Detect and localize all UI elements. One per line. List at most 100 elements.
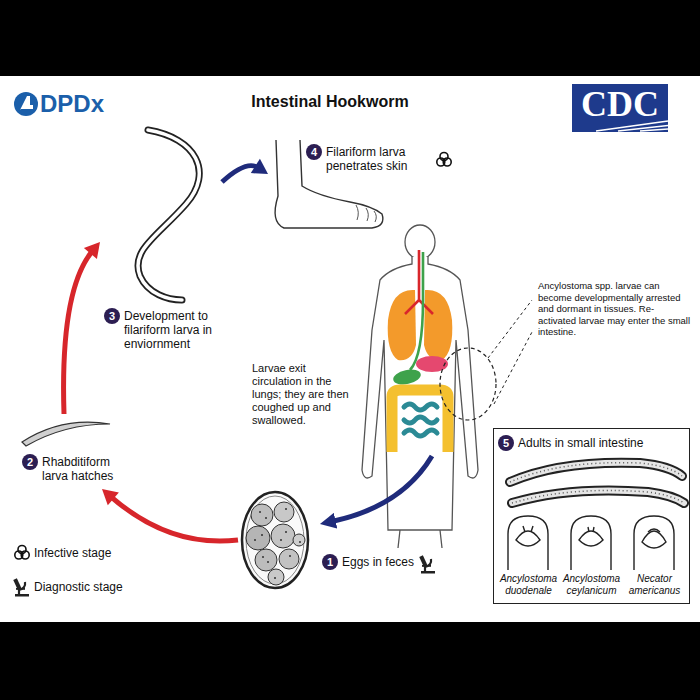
stage-box: 5 Adults in small intestineAncylostoma du…: [493, 428, 690, 604]
hookworm-egg: [274, 502, 294, 522]
hookworm-egg: [265, 517, 267, 519]
cycle-arrow: [64, 242, 100, 414]
rhabditiform-larva: [22, 422, 110, 446]
biohazard-symbol: [15, 551, 23, 559]
legend-entry: Infective stage: [34, 546, 111, 560]
hookworm-egg: [261, 534, 263, 536]
dormant-larvae-callout: [440, 300, 532, 420]
human-body: [405, 250, 433, 314]
human-body: [404, 404, 437, 436]
worm-head-drawings: [579, 531, 603, 546]
arrow-head: [102, 489, 119, 505]
worm-head-drawings: [523, 526, 533, 532]
filariform-larva: [138, 130, 199, 300]
label-row: 1Eggs in feces: [322, 554, 418, 570]
diagram-title: Intestinal Hookworm: [200, 93, 460, 111]
cycle-arrow: [222, 159, 268, 182]
adult-worms: [510, 463, 682, 482]
hookworm-egg: [267, 561, 269, 563]
label-row: 5 Adults in small intestine: [498, 435, 685, 451]
stage-label-group: 1Eggs in feces: [238, 488, 440, 592]
microscope-symbol: [16, 588, 25, 590]
hookworm-egg: [246, 496, 304, 584]
biohazard-symbol: [15, 546, 29, 560]
hookworm-egg: [262, 556, 264, 558]
hookworm-egg: [246, 526, 270, 550]
hookworm-egg: [293, 534, 305, 546]
biohazard-symbol: [20, 551, 23, 554]
hookworm-egg: [254, 508, 301, 579]
dormant-larvae-callout: [440, 348, 496, 420]
drawing-space: [498, 451, 685, 573]
species-row: Ancylostoma duodenaleAncylostoma ceylani…: [498, 573, 685, 597]
worm-head-drawings: [648, 529, 660, 532]
hookworm-egg: [254, 539, 256, 541]
cdc-logo: [572, 84, 668, 132]
human-body: [424, 290, 452, 360]
legend-text: Diagnostic stage: [34, 580, 123, 594]
hookworm-egg: [299, 541, 301, 543]
hookworm-egg: [280, 539, 282, 541]
worm-head-drawings: [634, 516, 674, 570]
callout-number: 1: [322, 554, 338, 570]
filariform-larva: [138, 130, 199, 300]
biohazard-symbol: [437, 153, 451, 167]
body-to-egg-arrow: [334, 456, 432, 521]
filariform-larva: [138, 130, 199, 300]
human-body: [392, 367, 422, 387]
worm-head-drawings: [516, 531, 540, 546]
hookworm-egg: [259, 511, 261, 513]
worm-head-drawings: [642, 531, 666, 548]
foot: [356, 205, 376, 222]
human-body: [398, 530, 442, 548]
adult-worms: [510, 463, 684, 503]
label-row: 3Development to filariform larva in envi…: [104, 308, 220, 351]
adult-worms: [512, 490, 684, 503]
legend-entry: Diagnostic stage: [34, 580, 123, 594]
dpdx-logo-icon: [14, 92, 38, 116]
note-text: Larvae exit circulation in the lungs; th…: [252, 362, 358, 427]
stage-label-group: 4Filariform larva penetrates skin: [268, 138, 464, 232]
arrow-head: [251, 159, 268, 174]
hookworm-egg: [268, 569, 284, 585]
adult-worms: [510, 463, 682, 482]
microscope-symbol: [13, 578, 29, 596]
rhabditiform-larva: [22, 422, 110, 446]
species-name: Necator americanus: [624, 573, 685, 597]
hookworm-egg: [255, 549, 277, 571]
label-column: Rhabditiform larva hatches: [42, 454, 120, 483]
hookworm-egg: [251, 504, 273, 526]
hookworm-egg: [242, 492, 308, 588]
box-heading: Adults in small intestine: [518, 435, 643, 450]
human-body: [392, 390, 448, 452]
human-body: [416, 356, 448, 372]
label-row: 4Filariform larva penetrates skin: [306, 144, 434, 173]
callout-number: 5: [498, 435, 514, 451]
bottom-band: [0, 622, 700, 700]
stage-label: Filariform larva penetrates skin: [326, 144, 434, 173]
label-row: 2Rhabditiform larva hatches: [22, 454, 120, 483]
stage-label-group: 3Development to filariform larva in envi…: [100, 122, 222, 362]
microscope-symbol: [421, 571, 435, 574]
hookworm-egg: [274, 577, 276, 579]
worm-head-drawings: [571, 516, 611, 570]
human-body: [410, 252, 423, 370]
microscope-symbol: [422, 565, 431, 567]
cdc-logo: [572, 84, 668, 132]
label-column: Filariform larva penetrates skin: [326, 144, 434, 173]
dpdx-logo-icon: [20, 96, 33, 110]
hookworm-egg: [271, 524, 295, 548]
human-body: [388, 290, 416, 360]
callout-number: 4: [306, 144, 322, 160]
biohazard-symbol: [437, 158, 445, 166]
hookworm-egg: [242, 492, 308, 588]
logo-text: DPDx: [40, 89, 140, 119]
dormant-larvae-callout: [488, 300, 532, 404]
note-text: Ancylostoma spp. larvae can become devel…: [538, 280, 692, 338]
species-name: Ancylostoma duodenale: [498, 573, 559, 597]
logo-text: CDC: [572, 84, 668, 124]
worm-head-drawings: [508, 516, 548, 570]
microscope-symbol: [419, 555, 435, 573]
